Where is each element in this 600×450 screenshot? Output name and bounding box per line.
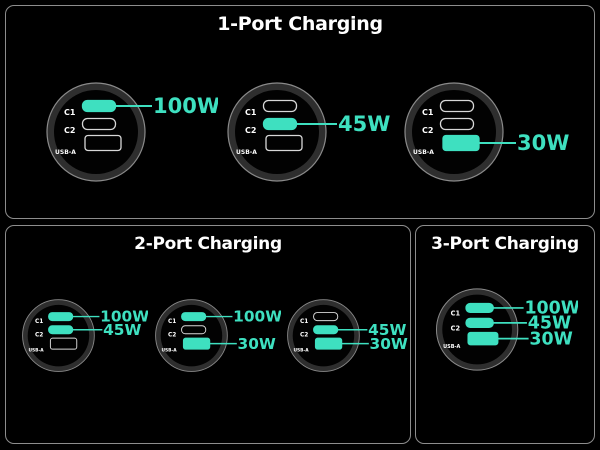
charger-diagram: C1 100W C2 45W USB-A 30W [429,288,580,376]
port-slot [49,337,78,350]
port-label: C1 [245,108,257,117]
port-slot [81,99,117,113]
port-label: USB-A [236,149,257,156]
wattage-label: 100W [100,308,148,326]
port-slot [181,325,207,335]
port-slot [48,312,74,322]
port-slot [313,312,339,322]
charger-diagram: C1 100W C2 45W USB-A [16,299,149,377]
port-slot [313,325,339,335]
port-label: C2 [422,126,433,135]
port-label: C2 [35,332,43,338]
wattage-label: 30W [370,335,408,353]
panel-title: 1-Port Charging [217,13,383,35]
port-slot [439,99,475,113]
charger-face [442,294,512,365]
charger-face [54,90,138,174]
port-label: C1 [300,319,308,325]
port-label: USB-A [55,149,76,156]
port-slot [314,337,343,350]
port-slot [182,337,211,350]
port-slot [465,302,494,314]
panel-2-port: 2-Port Charging [5,225,411,444]
port-slot [465,317,494,328]
wattage-label: 45W [338,112,390,136]
port-label: C1 [422,108,434,117]
port-label: C1 [451,309,461,317]
port-label: USB-A [293,348,309,354]
wattage-label: 45W [103,321,141,339]
port-slot [181,312,207,322]
port-slot [262,117,298,131]
charger-face [160,304,223,367]
wattage-label: 100W [524,299,578,319]
port-slot [442,134,480,152]
port-label: C2 [451,324,461,332]
port-slot [439,117,475,131]
port-label: C2 [64,126,75,135]
port-label: C1 [168,319,176,325]
port-label: C2 [245,126,256,135]
panel-1-port: 1-Port Charging [5,5,595,219]
panel-title: 3-Port Charging [431,234,579,254]
panel-title: 2-Port Charging [134,234,282,254]
wattage-label: 30W [238,335,276,353]
port-label: USB-A [28,348,44,354]
port-label: C1 [35,319,43,325]
port-label: USB-A [161,348,177,354]
port-slot [84,134,122,152]
wattage-label: 45W [368,321,406,339]
port-label: C2 [168,332,176,338]
charger-svg: C1 100W C2 45W USB-A 30W [435,288,580,371]
port-label: C1 [64,108,76,117]
charger-face [412,90,496,174]
port-slot [467,331,499,346]
charger-face [27,304,90,367]
port-slot [81,117,117,131]
panel-3-port: 3-Port Charging [415,225,595,444]
wattage-label: 30W [517,131,569,155]
port-label: C2 [300,332,308,338]
wattage-label: 100W [153,94,218,118]
charger-svg: C1 100W C2 45W USB-A [22,299,149,372]
port-label: USB-A [413,149,434,156]
charger-face [292,304,355,367]
port-slot [265,134,303,152]
port-slot [48,325,74,335]
port-label: USB-A [443,344,460,350]
wattage-label: 45W [528,314,571,334]
wattage-label: 30W [529,329,572,349]
wattage-label: 100W [233,308,281,326]
port-slot [262,99,298,113]
charger-face [235,90,319,174]
